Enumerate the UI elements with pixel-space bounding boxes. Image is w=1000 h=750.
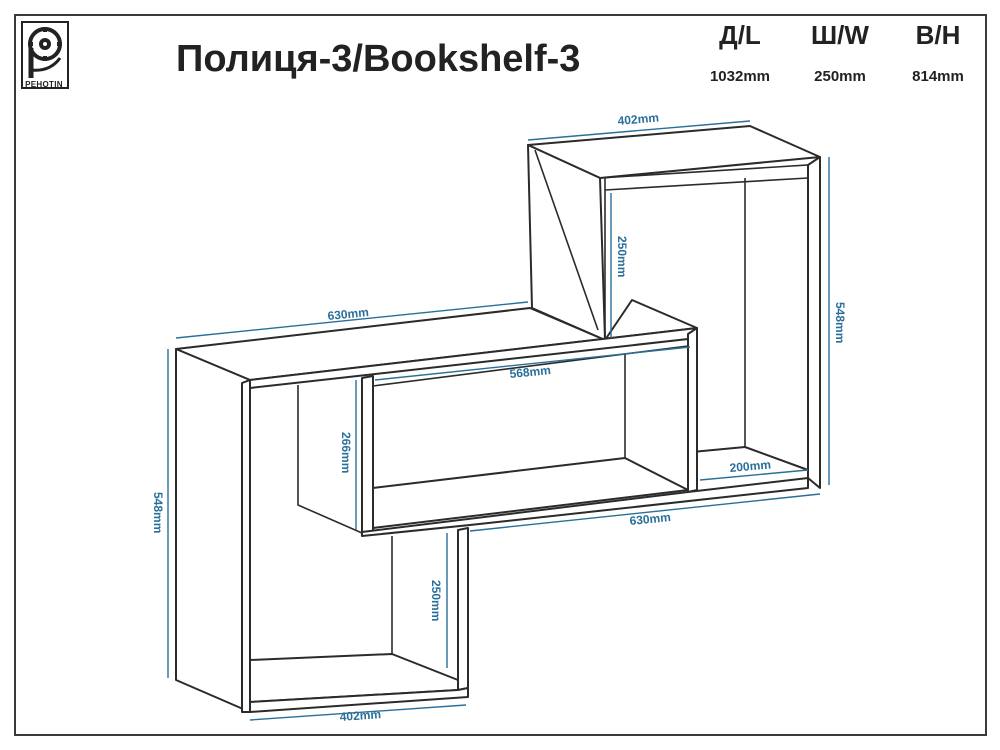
spec-height-value: 814mm <box>912 68 964 85</box>
dimension-lines <box>167 120 830 721</box>
middle-box <box>175 299 809 537</box>
dim-line-inner-width <box>374 346 691 381</box>
spec-height: В/H 814mm <box>896 20 980 85</box>
spec-height-label: В/H <box>915 20 961 50</box>
spec-length-value: 1032mm <box>709 68 771 85</box>
dim-line-lower-width <box>249 704 467 721</box>
label-bottom-width: 630mm <box>629 510 672 528</box>
label-inner-width: 568mm <box>509 363 552 381</box>
spec-length-label: Д/L <box>719 20 761 50</box>
dim-line-middle-width <box>175 301 529 339</box>
label-inner-height: 266mm <box>339 432 353 473</box>
label-top-width: 402mm <box>617 110 659 128</box>
logo-text: PEHOTIN <box>25 80 63 89</box>
label-lower-depth: 250mm <box>429 580 443 621</box>
label-middle-width: 630mm <box>327 305 370 323</box>
spec-width-value: 250mm <box>814 68 866 85</box>
label-niche-width: 200mm <box>729 457 771 475</box>
spec-width: Ш/W 250mm <box>798 20 882 85</box>
page-title: Полиця-3/Bookshelf-3 <box>176 38 581 80</box>
label-lower-width: 402mm <box>339 707 381 724</box>
label-left-height: 548mm <box>151 492 165 533</box>
dim-line-top-width <box>527 120 751 141</box>
label-top-depth: 250mm <box>615 236 629 277</box>
drawing-frame <box>14 14 987 736</box>
spec-length: Д/L 1032mm <box>698 20 782 85</box>
label-right-height: 548mm <box>833 302 847 343</box>
top-right-box <box>527 125 821 493</box>
pehotin-logo-icon <box>21 21 69 89</box>
dimension-labels: 402mm 548mm 250mm 630mm 568mm 266mm 200m… <box>151 110 847 724</box>
dim-line-bottom-width <box>469 493 821 532</box>
spec-width-label: Ш/W <box>811 20 869 50</box>
left-box <box>175 348 469 713</box>
dim-line-niche-width <box>699 469 809 481</box>
